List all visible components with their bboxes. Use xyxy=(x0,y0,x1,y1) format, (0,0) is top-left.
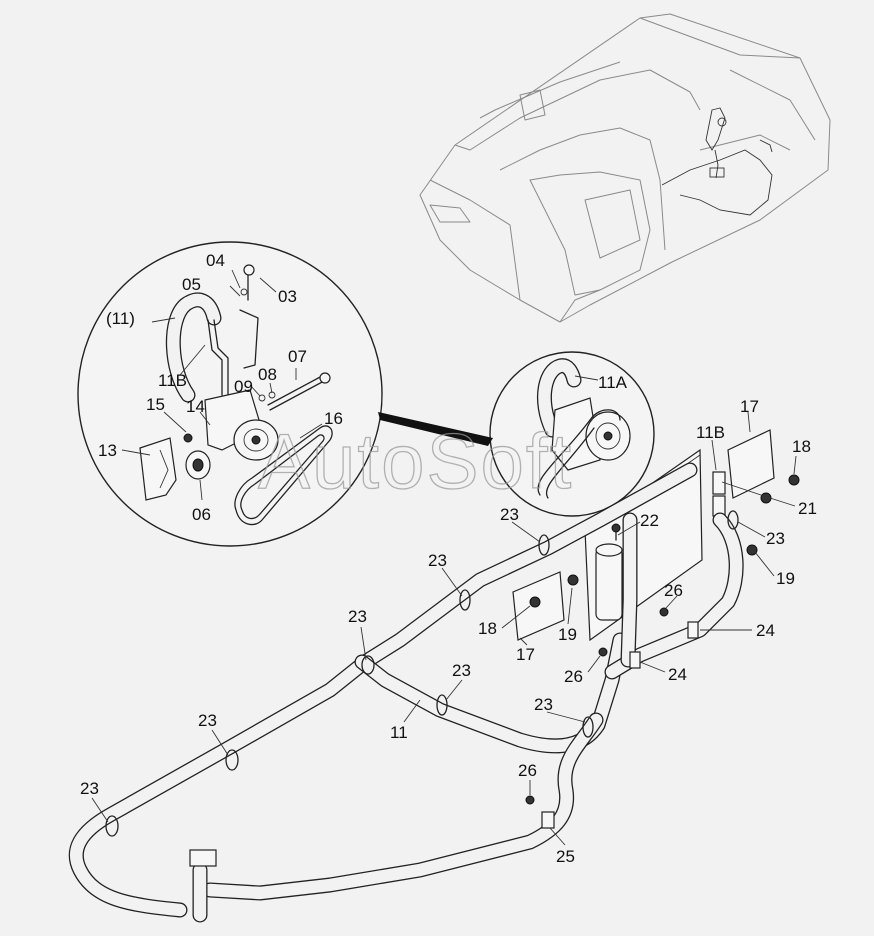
watermark-text: AutoSoft xyxy=(258,417,573,505)
detail-pointer-wedge xyxy=(378,412,493,446)
callout-11a: 11A xyxy=(598,373,628,392)
callout-06: 06 xyxy=(192,505,211,524)
callout-23-top: 23 xyxy=(500,505,519,524)
condenser-and-receiver xyxy=(512,429,800,805)
excavator-upper-structure-outline xyxy=(419,13,831,323)
detail-a-callouts: 04 05 03 (11) 11B 07 08 09 15 14 16 13 0… xyxy=(98,251,343,524)
callout-16: 16 xyxy=(324,409,343,428)
callout-08: 08 xyxy=(258,365,277,384)
callout-22: 22 xyxy=(640,511,659,530)
callout-26-upper: 26 xyxy=(664,581,683,600)
callout-13: 13 xyxy=(98,441,117,460)
callout-18-left: 18 xyxy=(478,619,497,638)
detail-circle-compressor xyxy=(77,241,383,547)
callout-07: 07 xyxy=(288,347,307,366)
detail-b-callouts: 11A xyxy=(598,373,628,392)
callout-23-e: 23 xyxy=(80,779,99,798)
callout-23-right: 23 xyxy=(766,529,785,548)
detail-circle-compressor-belt-view xyxy=(489,351,655,517)
callout-15: 15 xyxy=(146,395,165,414)
callout-11b: 11B xyxy=(696,423,725,442)
callout-05: 05 xyxy=(182,275,201,294)
callout-11-parenthetical: (11) xyxy=(106,309,135,328)
callout-19-right: 19 xyxy=(776,569,795,588)
main-callouts: 17 11B 18 21 23 19 22 23 23 19 18 17 26 … xyxy=(80,397,817,866)
callout-26-bottom: 26 xyxy=(518,761,537,780)
callout-26-lower: 26 xyxy=(564,667,583,686)
callout-23-d: 23 xyxy=(198,711,217,730)
refrigerant-hoses xyxy=(68,462,744,923)
callout-24-lower: 24 xyxy=(668,665,687,684)
callout-04: 04 xyxy=(206,251,225,270)
callout-25: 25 xyxy=(556,847,575,866)
callout-21: 21 xyxy=(798,499,817,518)
callout-23-b: 23 xyxy=(452,661,471,680)
callout-11: 11 xyxy=(390,723,408,742)
callout-14: 14 xyxy=(186,397,205,416)
callout-17-left: 17 xyxy=(516,645,535,664)
callout-23-c: 23 xyxy=(534,695,553,714)
callout-17-right: 17 xyxy=(740,397,759,416)
callout-03: 03 xyxy=(278,287,297,306)
callout-23-mid: 23 xyxy=(428,551,447,570)
callout-18-right: 18 xyxy=(792,437,811,456)
main-leader-lines xyxy=(91,411,797,846)
callout-11b-detail: 11B xyxy=(158,371,187,390)
callout-23-a: 23 xyxy=(348,607,367,626)
callout-09: 09 xyxy=(234,377,253,396)
callout-19-left: 19 xyxy=(558,625,577,644)
callout-24-upper: 24 xyxy=(756,621,775,640)
